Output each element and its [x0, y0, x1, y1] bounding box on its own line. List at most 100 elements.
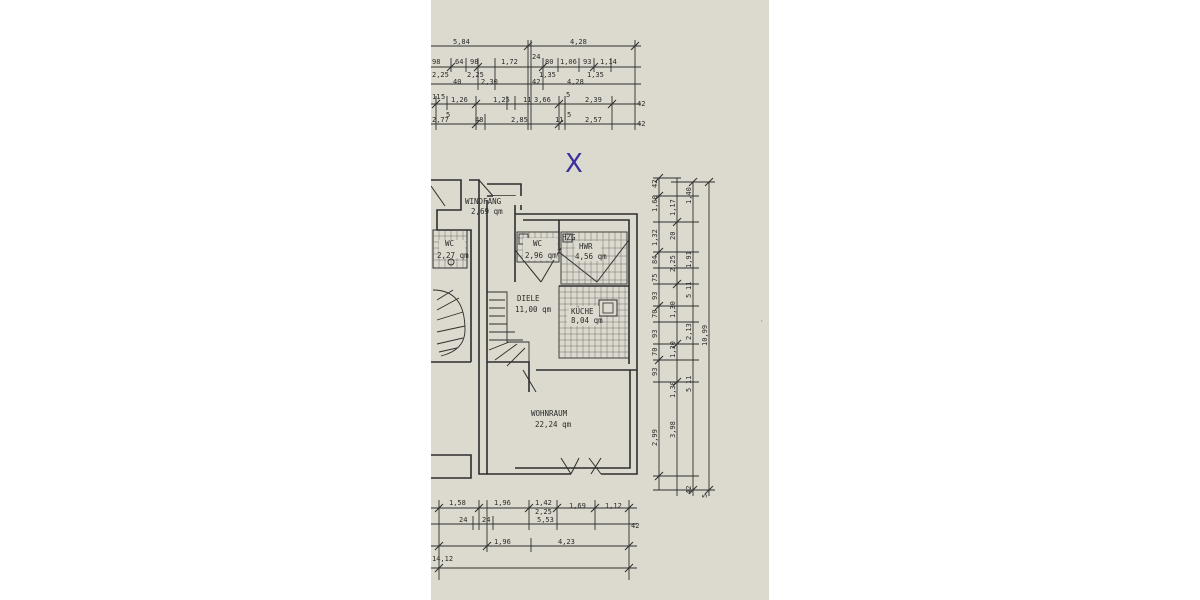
dim-top-r2-8: 1,14	[600, 58, 617, 66]
dim-right-c1-2: 1,32	[651, 229, 659, 246]
room-labels: WINDFANG 2,69 qm WC 2,27 qm WC 2,96 qm H…	[437, 196, 607, 429]
room-kueche-area: 8,04 qm	[571, 316, 603, 325]
dim-right-c1-4: 75	[651, 274, 659, 282]
dim-top-r3-2: 2,25	[467, 71, 484, 79]
dim-right-c2-2: 2,25	[669, 255, 677, 272]
dim-top-r2-0: 98	[432, 58, 440, 66]
room-hwr-name: HWR	[579, 242, 593, 251]
dim-right-c2-3: 1,30	[669, 301, 677, 318]
dim-top-r5-5: 5	[446, 111, 450, 119]
dim-top-r1-0: 5,84	[453, 38, 470, 46]
photographed-floor-plan-paper: 5,84 4,28 98 64 98 1,72 24 80 1,06 93 1,…	[431, 0, 769, 600]
dim-bottom-r2-1: 24	[482, 516, 490, 524]
room-wc-left-area: 2,27 qm	[437, 251, 469, 260]
dim-top-r3-7: 42	[532, 78, 540, 86]
dim-right-c1-1: 1,60	[651, 195, 659, 212]
dim-top-r4-7: 5	[441, 93, 445, 101]
dim-top-r5-7: 5	[567, 111, 571, 119]
dim-right-c2-1: 20	[669, 232, 677, 240]
dim-top-r3-5: 1,35	[587, 71, 604, 79]
room-diele-area: 11,00 qm	[515, 305, 552, 314]
dim-right-c2-5: 1,30	[669, 381, 677, 398]
door-swings	[431, 179, 630, 475]
handwritten-x-mark: X	[565, 149, 583, 179]
floor-plan-drawing: 5,84 4,28 98 64 98 1,72 24 80 1,06 93 1,…	[431, 38, 764, 580]
room-diele-name: DIELE	[517, 294, 540, 303]
room-windfang-name: WINDFANG	[465, 197, 502, 206]
bottom-dimension-chains: 1,58 1,96 1,42 1,69 1,12 24 24 2,25 5,53…	[431, 499, 639, 580]
dim-top-r5-4: 42	[637, 120, 645, 128]
room-wc-name: WC	[533, 239, 542, 248]
dim-right-c3-7: 42	[685, 486, 693, 494]
dim-right-c2-4: 1,30	[669, 341, 677, 358]
dim-top-r3-4: 1,35	[539, 71, 556, 79]
dim-right-c3-0: 1,40	[685, 187, 693, 204]
dim-right-c4-0: 10,99	[701, 325, 709, 346]
dim-top-r2-6: 1,06	[560, 58, 577, 66]
dim-bottom-r4-0: 14,12	[432, 555, 453, 563]
dim-top-r4-5: 11	[432, 93, 440, 101]
dim-right-c1-8: 70	[651, 348, 659, 356]
dim-top-r4-6: 11	[523, 96, 531, 104]
dim-top-r5-1: 48	[475, 116, 483, 124]
dim-right-c3-4: 2,13	[685, 323, 693, 340]
right-dimension-chains: 42 1,60 1,32 84 75 93 70 93 70 93 2,99 1…	[651, 173, 764, 498]
dim-right-c2-6: 3,98	[669, 421, 677, 438]
dim-top-r4-4: 42	[637, 100, 645, 108]
dim-right-c1-5: 93	[651, 292, 659, 300]
dim-right-c1-0: 42	[651, 180, 659, 188]
room-wohnraum-area: 22,24 qm	[535, 420, 572, 429]
room-kueche-name: KÜCHE	[571, 307, 594, 316]
dim-right-c2-0: 1,17	[669, 199, 677, 216]
staircase-central	[487, 291, 530, 368]
dim-bottom-r2-3: 5,53	[537, 516, 554, 524]
dim-right-c1-9: 93	[651, 368, 659, 376]
dim-right-c1-6: 70	[651, 310, 659, 318]
dim-top-r5-2: 2,85	[511, 116, 528, 124]
dim-right-c3-1: 1,91	[685, 251, 693, 268]
dim-top-r3-0: 2,25	[432, 71, 449, 79]
dim-top-r2-4: 24	[532, 53, 540, 61]
dim-top-r1-1: 4,28	[570, 38, 587, 46]
dim-top-r2-5: 80	[545, 58, 553, 66]
staircase-left	[432, 289, 466, 357]
room-windfang-area: 2,69 qm	[471, 207, 503, 216]
dim-top-r5-0: 2,77	[432, 116, 449, 124]
dim-top-r4-0: 1,26	[451, 96, 468, 104]
paper-speck: ·	[760, 318, 764, 325]
dim-right-c3-2: 11	[685, 282, 693, 290]
dim-top-r3-6: 4,28	[567, 78, 584, 86]
dim-right-c3-3: 5	[685, 294, 693, 298]
dim-bottom-r1-2: 1,42	[535, 499, 552, 507]
dim-top-r3-1: 40	[453, 78, 461, 86]
dim-bottom-r2-4: 42	[631, 522, 639, 530]
dim-top-r4-1: 1,25	[493, 96, 510, 104]
dim-top-r2-2: 98	[470, 58, 478, 66]
room-wohnraum-name: WOHNRAUM	[531, 409, 568, 418]
dim-top-r2-1: 64	[455, 58, 463, 66]
dim-bottom-r1-4: 1,12	[605, 502, 622, 510]
dim-bottom-r3-1: 4,23	[558, 538, 575, 546]
dim-top-r4-3: 2,39	[585, 96, 602, 104]
dim-top-r2-3: 1,72	[501, 58, 518, 66]
dim-top-r2-7: 93	[583, 58, 591, 66]
dim-top-r5-3: 2,57	[585, 116, 602, 124]
dim-top-r3-3: 2,30	[481, 78, 498, 86]
dim-bottom-r2-0: 24	[459, 516, 467, 524]
dim-top-r4-2: 3,66	[534, 96, 551, 104]
dim-right-c1-3: 84	[651, 256, 659, 264]
dim-bottom-r1-0: 1,58	[449, 499, 466, 507]
dim-right-c3-6: 5	[685, 388, 693, 392]
dim-bottom-r2-2: 2,25	[535, 508, 552, 516]
dim-top-r4-8: 5	[566, 91, 570, 99]
room-hzg-name: HZG	[562, 233, 576, 242]
room-wc-left-name: WC	[445, 239, 454, 248]
room-hwr-area: 4,56 qm	[575, 252, 607, 261]
dim-bottom-r1-1: 1,96	[494, 499, 511, 507]
dim-right-c1-10: 2,99	[651, 429, 659, 446]
dim-right-c4-1: 5	[701, 494, 709, 498]
floor-plan-walls	[431, 179, 638, 479]
dim-top-r5-6: 11	[555, 116, 563, 124]
dim-bottom-r3-0: 1,96	[494, 538, 511, 546]
dim-right-c1-7: 93	[651, 330, 659, 338]
